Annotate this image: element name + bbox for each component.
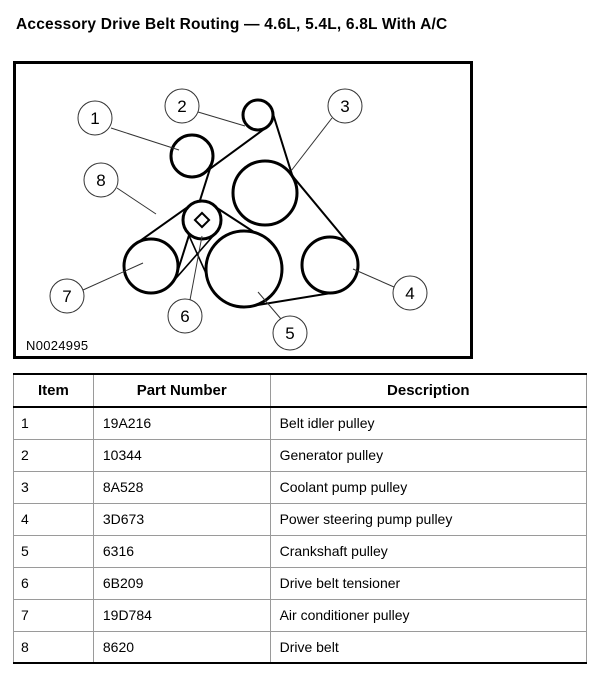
cell-part-number: 8620 bbox=[92, 630, 271, 664]
leader-line-8 bbox=[116, 187, 157, 215]
callout-circle-1[interactable] bbox=[77, 100, 113, 136]
column-header-description: Description bbox=[269, 373, 588, 408]
cell-item: 6 bbox=[13, 566, 94, 600]
cell-description: Crankshaft pulley bbox=[269, 534, 588, 568]
cell-part-number: 19D784 bbox=[92, 598, 271, 632]
cell-item: 4 bbox=[13, 502, 94, 536]
cell-description: Belt idler pulley bbox=[269, 406, 588, 440]
cell-item: 3 bbox=[13, 470, 94, 504]
pulleys-group bbox=[122, 98, 360, 309]
callout-number-6: 6 bbox=[180, 307, 189, 326]
leader-line-2 bbox=[197, 111, 246, 127]
leader-line-5 bbox=[257, 291, 282, 320]
crankshaft-pulley bbox=[204, 229, 284, 309]
cell-description: Drive belt tensioner bbox=[269, 566, 588, 600]
cell-description: Power steering pump pulley bbox=[269, 502, 588, 536]
callout-circle-8[interactable] bbox=[83, 162, 119, 198]
cell-description: Generator pulley bbox=[269, 438, 588, 472]
cell-part-number: 19A216 bbox=[92, 406, 271, 440]
cell-item: 7 bbox=[13, 598, 94, 632]
leader-line-1 bbox=[110, 127, 180, 151]
power-steering-pulley bbox=[300, 235, 360, 295]
leader-line-3 bbox=[290, 117, 333, 172]
callout-1[interactable]: 1 bbox=[77, 100, 113, 136]
callout-circle-3[interactable] bbox=[327, 88, 363, 124]
callout-markers: 1 2 3 4 5 6 7 8 bbox=[49, 88, 428, 351]
callout-5[interactable]: 5 bbox=[272, 315, 308, 351]
cell-part-number: 8A528 bbox=[92, 470, 271, 504]
callout-number-2: 2 bbox=[177, 97, 186, 116]
callout-circle-6[interactable] bbox=[167, 298, 203, 334]
callout-circle-7[interactable] bbox=[49, 278, 85, 314]
belt-segment-1-2 bbox=[202, 126, 267, 175]
cell-item: 5 bbox=[13, 534, 94, 568]
leader-line-4 bbox=[352, 268, 395, 288]
page-title: Accessory Drive Belt Routing — 4.6L, 5.4… bbox=[16, 16, 448, 33]
column-header-item: Item bbox=[13, 373, 94, 408]
figure-id-label: N0024995 bbox=[26, 338, 89, 353]
leader-line-6 bbox=[189, 235, 203, 301]
leader-line-7 bbox=[82, 262, 144, 291]
callout-number-8: 8 bbox=[96, 171, 105, 190]
cell-item: 1 bbox=[13, 406, 94, 440]
callout-number-3: 3 bbox=[340, 97, 349, 116]
air-conditioner-pulley bbox=[122, 237, 180, 295]
belt-idler-pulley bbox=[169, 133, 215, 179]
coolant-pump-pulley bbox=[231, 159, 299, 227]
diagram-frame: 1 2 3 4 5 6 7 8 bbox=[13, 61, 473, 359]
cell-description: Air conditioner pulley bbox=[269, 598, 588, 632]
callout-7[interactable]: 7 bbox=[49, 278, 85, 314]
cell-description: Drive belt bbox=[269, 630, 588, 664]
callout-6[interactable]: 6 bbox=[167, 298, 203, 334]
belt-routing-diagram: 1 2 3 4 5 6 7 8 bbox=[49, 88, 428, 351]
callout-circle-4[interactable] bbox=[392, 275, 428, 311]
callout-circle-5[interactable] bbox=[272, 315, 308, 351]
cell-part-number: 6316 bbox=[92, 534, 271, 568]
cell-part-number: 10344 bbox=[92, 438, 271, 472]
cell-item: 8 bbox=[13, 630, 94, 664]
table-header-row: Item Part Number Description bbox=[13, 373, 588, 408]
cell-part-number: 3D673 bbox=[92, 502, 271, 536]
callout-4[interactable]: 4 bbox=[392, 275, 428, 311]
generator-pulley bbox=[241, 98, 275, 132]
cell-item: 2 bbox=[13, 438, 94, 472]
callout-leader-lines bbox=[82, 111, 395, 320]
callout-number-4: 4 bbox=[405, 284, 414, 303]
callout-number-1: 1 bbox=[90, 109, 99, 128]
cell-description: Coolant pump pulley bbox=[269, 470, 588, 504]
callout-number-5: 5 bbox=[285, 324, 294, 343]
callout-3[interactable]: 3 bbox=[327, 88, 363, 124]
cell-part-number: 6B209 bbox=[92, 566, 271, 600]
column-header-part-number: Part Number bbox=[92, 373, 271, 408]
callout-number-7: 7 bbox=[62, 287, 71, 306]
callout-2[interactable]: 2 bbox=[164, 88, 200, 124]
callout-8[interactable]: 8 bbox=[83, 162, 119, 198]
callout-circle-2[interactable] bbox=[164, 88, 200, 124]
tensioner-hex-socket-icon bbox=[193, 211, 211, 229]
belt-segment-3-4 bbox=[287, 170, 352, 248]
